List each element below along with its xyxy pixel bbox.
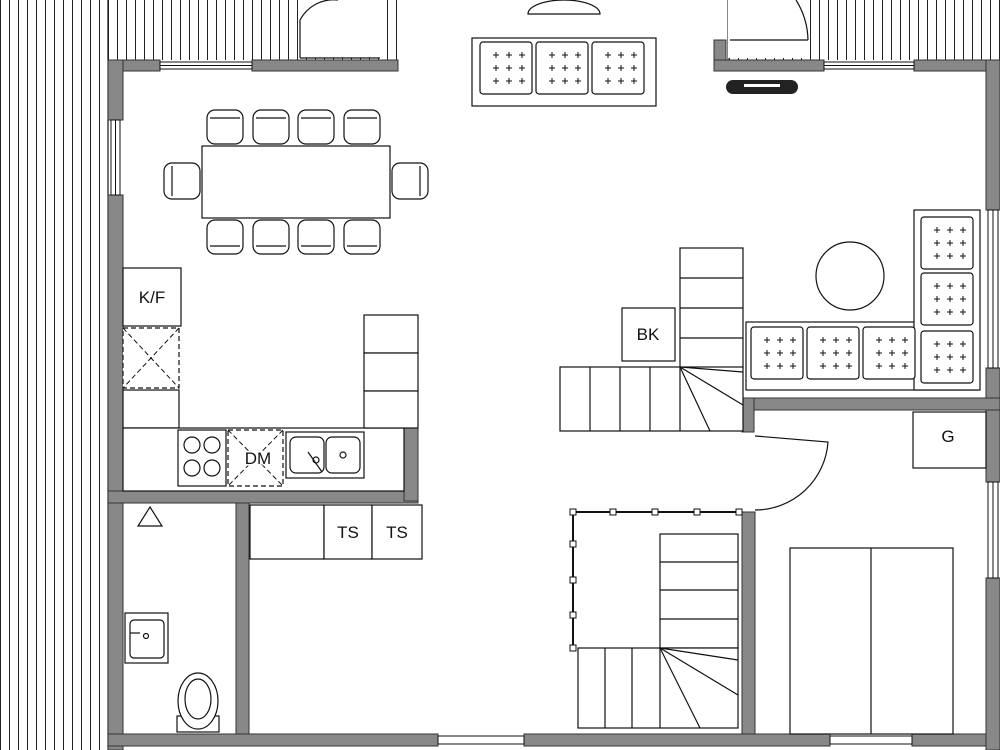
bookcase [621, 307, 676, 362]
dishwasher-unit: DM [227, 429, 284, 487]
freezer-unit [122, 327, 180, 389]
fridge-label: K/F [139, 288, 165, 307]
hob-icon [177, 429, 227, 487]
wardrobe-1-label: TS [337, 523, 359, 542]
ceiling-lamp-icon [527, 0, 601, 15]
window-icon [110, 61, 999, 745]
stairs-icon [559, 247, 744, 432]
g-unit-label: G [941, 427, 954, 446]
sink-icon [285, 431, 365, 479]
stairs-icon [569, 508, 743, 729]
wardrobes: TS TS [249, 504, 423, 560]
corner-sofa [745, 209, 981, 391]
dining-set [163, 109, 429, 255]
fireplace-icon [726, 80, 798, 94]
kitchen-island [363, 314, 419, 429]
double-bed [789, 547, 954, 735]
wardrobe-2 [371, 504, 423, 560]
toilet-icon [176, 672, 220, 733]
wardrobe-1 [323, 504, 373, 560]
dining-chairs [163, 109, 429, 255]
west-deck [0, 0, 108, 750]
bookcase-label: BK [637, 325, 660, 344]
dishwasher-label: DM [245, 449, 271, 468]
kitchen: K/F DM [122, 267, 419, 492]
coffee-table [815, 241, 885, 311]
g-unit [912, 411, 987, 469]
dining-table [201, 145, 391, 219]
fridge-unit [122, 267, 182, 327]
washbasin-icon [124, 612, 169, 664]
door-swing-icon [299, 0, 829, 511]
sofa-top [471, 37, 657, 107]
wardrobe-2-label: TS [386, 523, 408, 542]
shower-drain-icon [136, 505, 164, 527]
wc-room [124, 505, 220, 733]
